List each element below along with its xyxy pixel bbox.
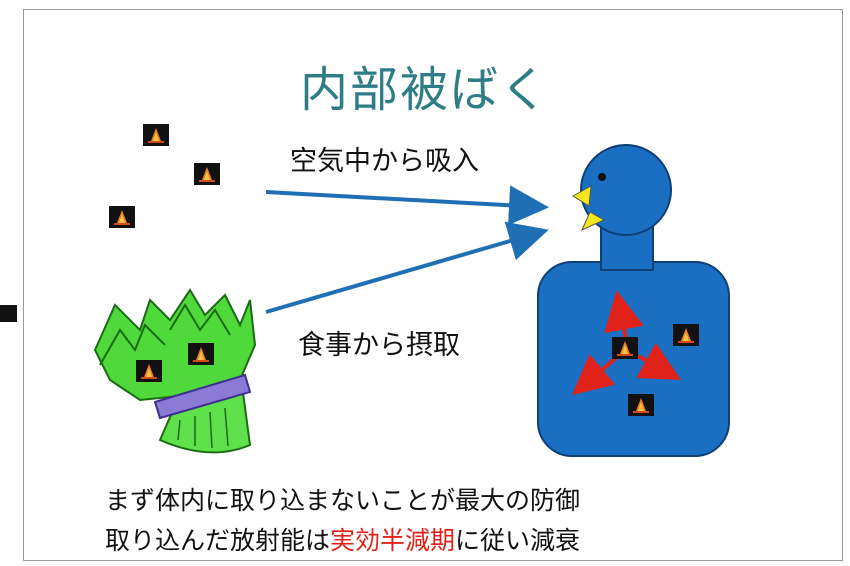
radioactive-particle-icon <box>143 124 169 146</box>
radiation-arrow-icon <box>636 342 681 380</box>
radioactive-particle-icon <box>628 394 654 416</box>
person-figure-icon <box>537 144 730 457</box>
radioactive-particle-icon <box>109 206 135 228</box>
vegetable-bundle-icon <box>93 288 257 454</box>
bottom-line-1: まず体内に取り込まないことが最大の防御 <box>105 486 581 515</box>
radioactive-particle-icon <box>673 324 699 346</box>
bottom-line-2-prefix: 取り込んだ放射能は <box>105 526 331 555</box>
radioactive-particle-icon <box>194 163 220 185</box>
bottom-line-2: 取り込んだ放射能は実効半減期に従い減衰 <box>105 521 580 557</box>
radioactive-particle-icon <box>136 360 162 382</box>
inhalation-arrow-icon <box>265 185 549 226</box>
radioactive-particle-icon <box>612 337 638 359</box>
radiation-arrow-icon <box>571 354 618 396</box>
half-life-highlight: 実効半減期 <box>330 526 456 555</box>
slide-edge-marker <box>0 305 17 322</box>
ingestion-label: 食事から摂取 <box>298 330 460 361</box>
inhalation-label: 空気中から吸入 <box>290 146 479 177</box>
radiation-arrow-icon <box>604 290 644 341</box>
bottom-line-2-suffix: に従い減衰 <box>455 526 581 555</box>
radioactive-particle-icon <box>188 343 214 365</box>
ingestion-arrow-icon <box>265 221 549 314</box>
slide-title: 内部被ばく <box>299 62 550 118</box>
